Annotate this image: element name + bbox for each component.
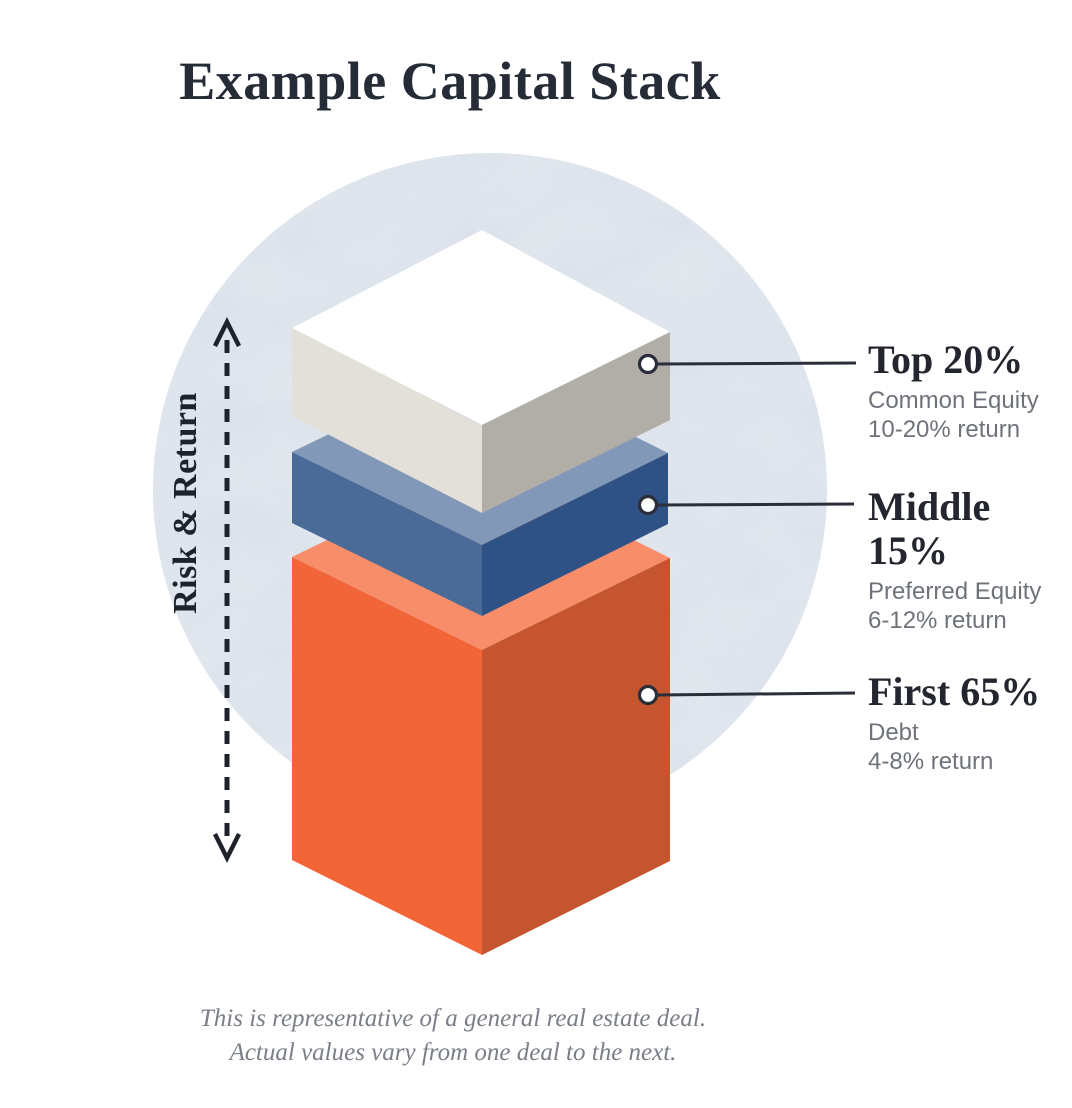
arrowhead-down-icon: [212, 832, 242, 864]
common-equity-top-face: [292, 230, 670, 425]
label-debt-title: First 65%: [868, 669, 1041, 714]
label-common-equity-tranche: Common Equity: [868, 387, 1039, 414]
risk-return-axis-label: Risk & Return: [167, 392, 204, 614]
label-common-equity-title: Top 20%: [868, 337, 1024, 382]
label-debt-tranche: Debt: [868, 719, 919, 746]
label-debt: First 65% Debt 4-8% return: [868, 670, 1040, 776]
label-common-equity-return: 10-20% return: [868, 416, 1021, 443]
label-preferred-equity-return: 6-12% return: [868, 607, 1007, 634]
connector-top-line: [656, 361, 857, 366]
common-equity-right-face: [482, 332, 670, 513]
preferred-equity-right-face: [482, 453, 668, 616]
label-preferred-equity-title: Middle 15%: [868, 484, 991, 573]
block-common-equity: [292, 230, 670, 513]
connector-top-marker: [637, 353, 659, 375]
connector-middle-line: [656, 502, 855, 507]
debt-right-face: [482, 558, 670, 955]
label-common-equity: Top 20% Common Equity 10-20% return: [868, 338, 1039, 444]
footnote-line-1: This is representative of a general real…: [199, 1005, 707, 1032]
connector-first: [637, 684, 856, 706]
connector-first-line: [656, 691, 856, 697]
label-preferred-equity-tranche: Preferred Equity: [868, 578, 1042, 605]
debt-left-face: [292, 557, 482, 955]
footnote: This is representative of a general real…: [0, 1002, 906, 1070]
label-preferred-equity: Middle 15% Preferred Equity 6-12% return: [868, 485, 1072, 635]
connector-first-marker: [637, 684, 659, 706]
page-title: Example Capital Stack: [179, 51, 721, 111]
connector-middle-marker: [637, 494, 659, 516]
footnote-line-2: Actual values vary from one deal to the …: [229, 1039, 677, 1066]
preferred-equity-left-face: [292, 452, 482, 616]
connector-middle: [637, 494, 855, 516]
connector-top: [637, 353, 857, 375]
arrowhead-up-icon: [212, 316, 242, 348]
label-debt-return: 4-8% return: [868, 748, 994, 775]
common-equity-left-face: [292, 328, 482, 513]
risk-return-arrow: [212, 316, 242, 864]
